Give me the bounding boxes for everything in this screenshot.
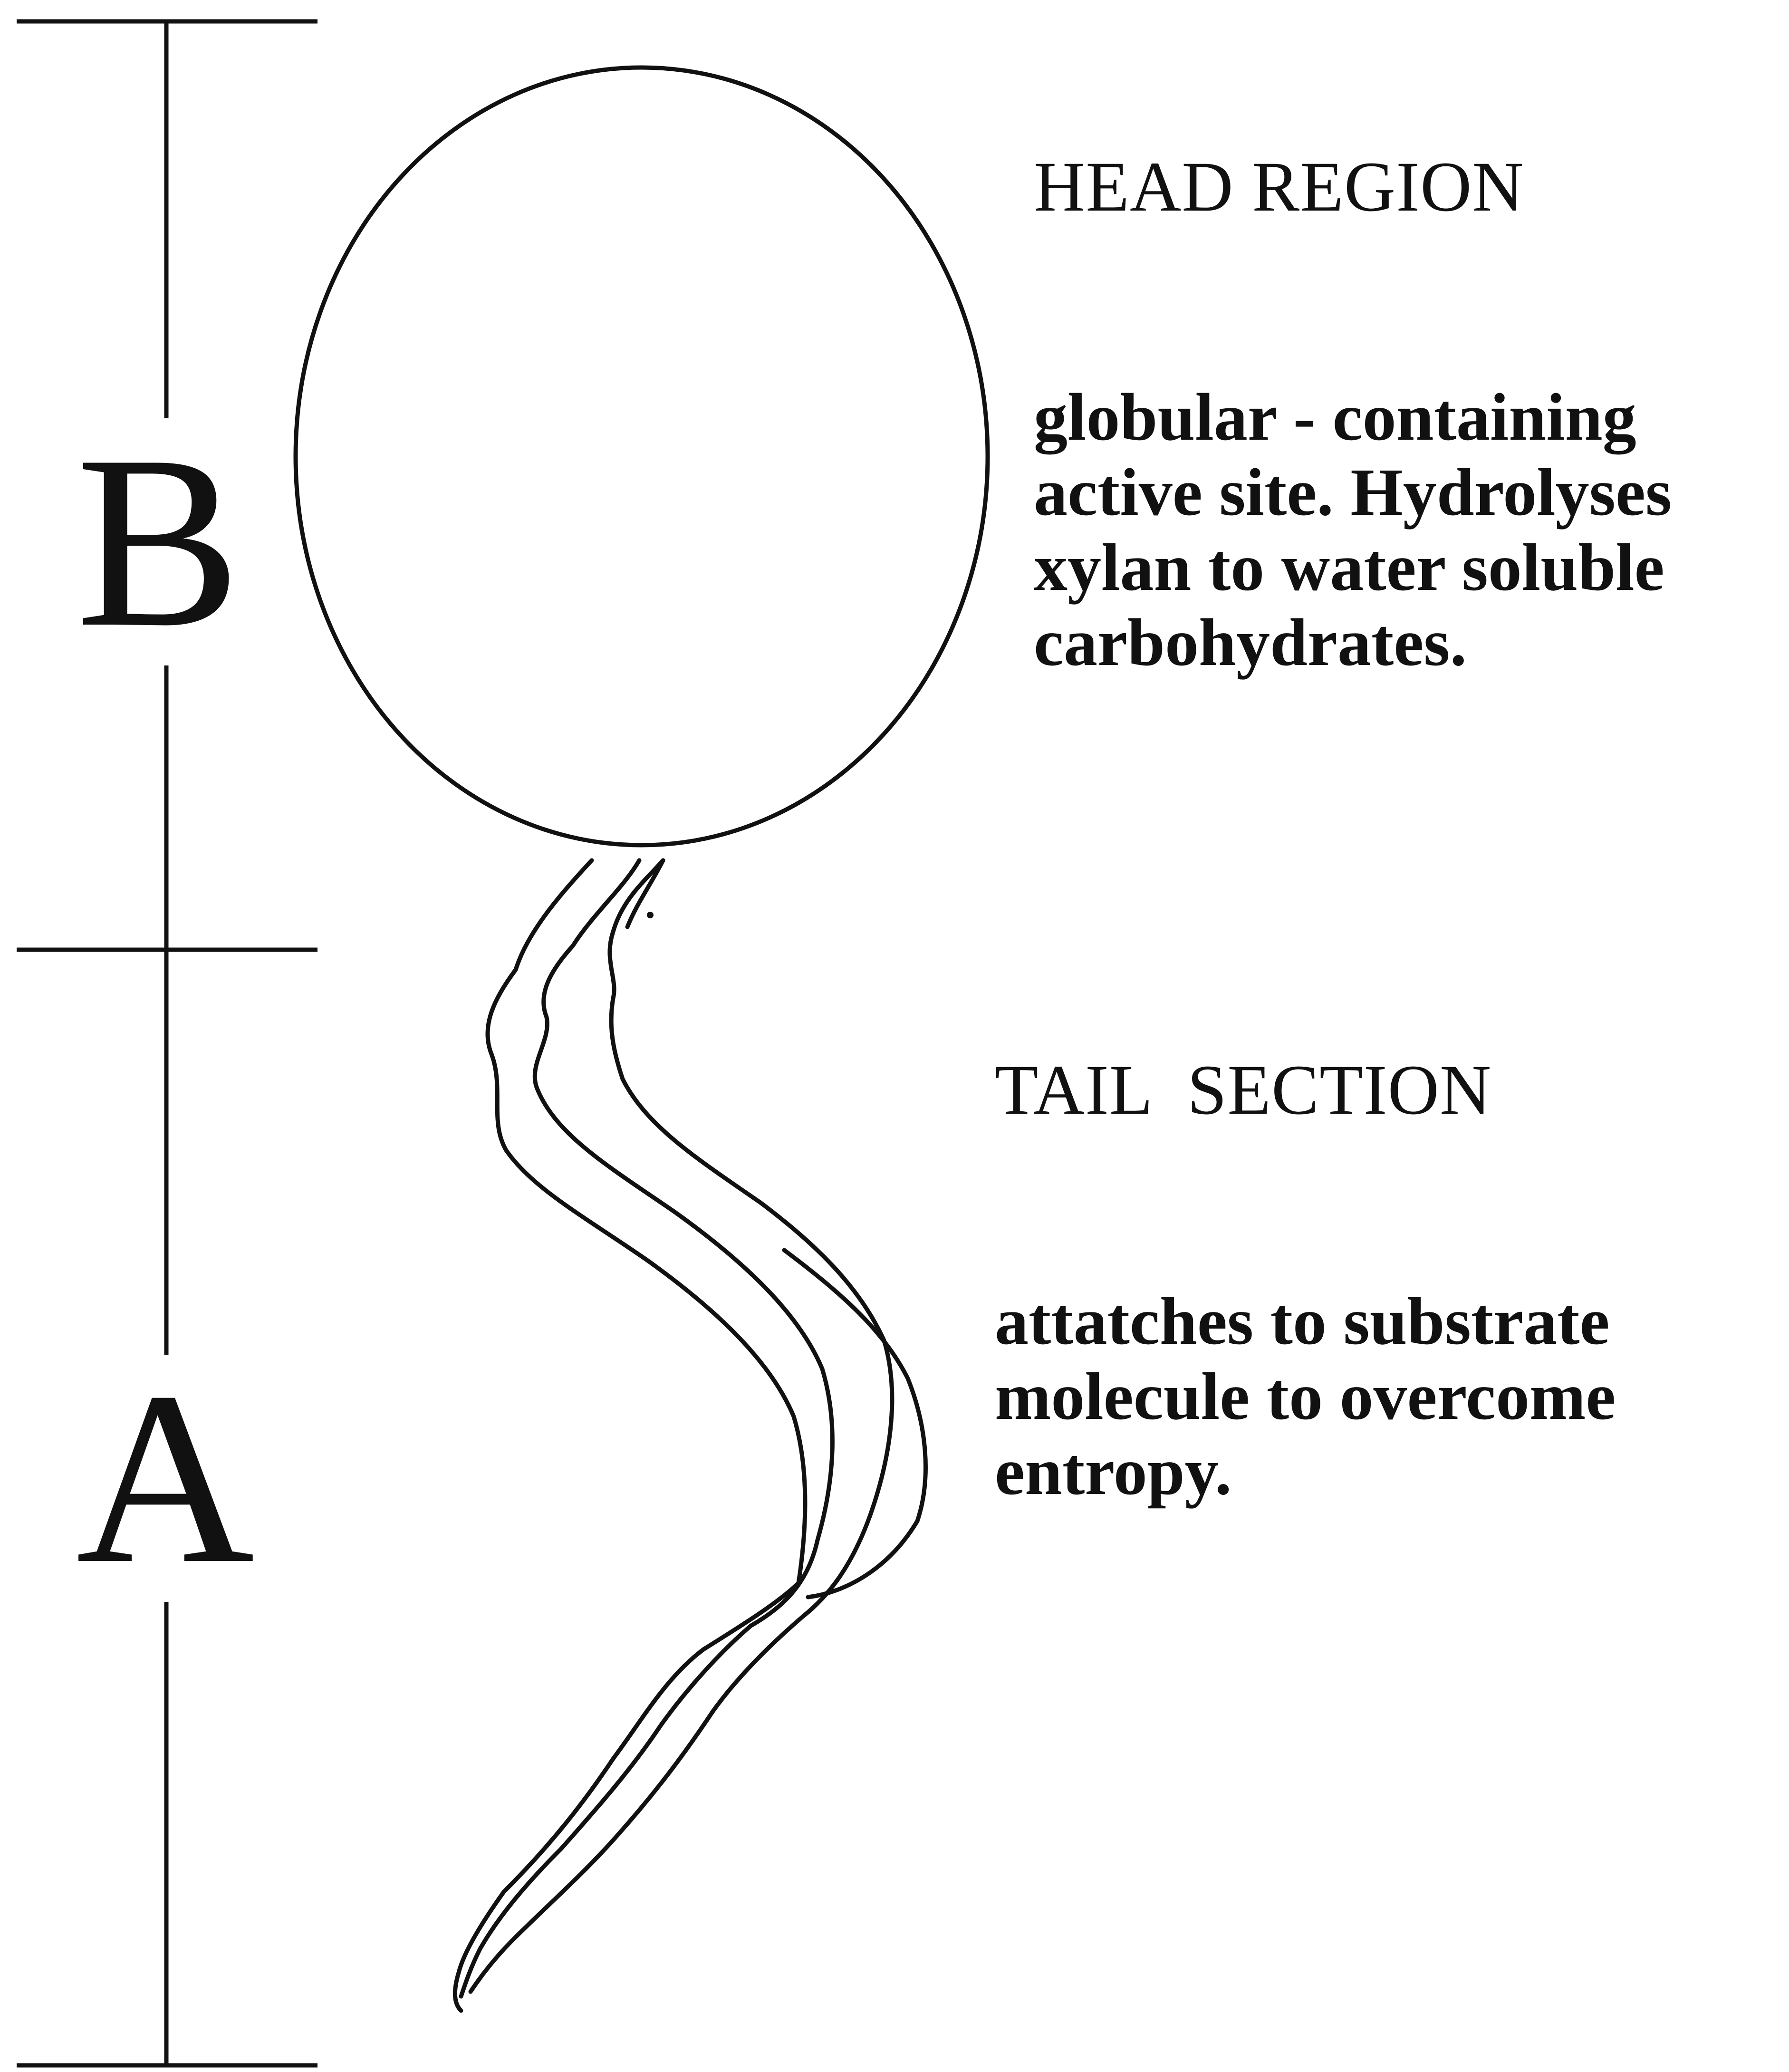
head-description-line: globular - containing [1034, 379, 1672, 454]
head-region-description: globular - containing active site. Hydro… [1034, 379, 1672, 680]
tail-description-line: attatches to substrate [995, 1283, 1616, 1359]
scale-bar [17, 21, 317, 2065]
head-description-line: active site. Hydrolyses [1034, 454, 1672, 530]
tail-strand-inner-left [461, 860, 832, 1996]
tail-strand-right-edge [784, 1250, 925, 1597]
tail-description-line: entropy. [995, 1434, 1616, 1509]
head-description-line: xylan to water soluble [1034, 530, 1672, 605]
tail-description-line: molecule to overcome [995, 1359, 1616, 1434]
head-region-title: HEAD REGION [1034, 151, 1524, 222]
scale-letter-a: A [71, 1355, 260, 1602]
tail-section-description: attatches to substrate molecule to overc… [995, 1283, 1616, 1509]
tail-strand-outer-left [455, 860, 805, 2011]
tail-section-title: TAIL SECTION [995, 1054, 1491, 1126]
head-description-line: carbohydrates. [1034, 605, 1672, 680]
tail-strand-inner-right [471, 860, 892, 1992]
scale-letter-b: B [71, 418, 246, 665]
tail-dot [647, 912, 654, 918]
tail-strands [455, 860, 925, 2011]
head-globule [296, 67, 988, 845]
